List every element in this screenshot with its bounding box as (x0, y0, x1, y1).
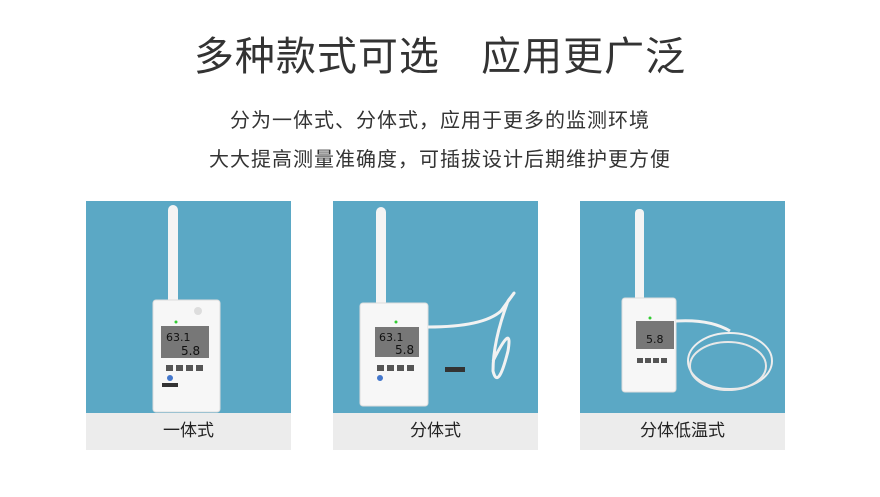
temperature-reading: 5.8 (181, 344, 200, 358)
product-photo: 5.8 (580, 201, 785, 413)
product-label: 分体低温式 (580, 413, 785, 450)
device-split-image: 63.1 5.8 (359, 207, 516, 407)
subtitle-line-1: 分为一体式、分体式，应用于更多的监测环境 (230, 108, 650, 132)
humidity-reading: 63.1 (166, 331, 191, 344)
product-photo: 63.1 5.8 (86, 201, 291, 413)
product-card-integrated: 63.1 5.8 一体式 (86, 201, 291, 450)
subtitle-line-2: 大大提高测量准确度，可插拔设计后期维护更方便 (209, 147, 671, 171)
product-label: 一体式 (86, 413, 291, 450)
product-photo: 63.1 5.8 (333, 201, 538, 413)
temperature-reading: 5.8 (646, 333, 664, 346)
product-card-low-temp: 5.8 分体低温式 (580, 201, 785, 450)
device-integrated-image: 63.1 5.8 (152, 205, 221, 413)
page-title: 多种款式可选 应用更广泛 (193, 34, 687, 80)
product-card-split: 63.1 5.8 分体式 (333, 201, 538, 450)
temperature-reading: 5.8 (395, 343, 414, 357)
humidity-reading: 63.1 (379, 331, 404, 344)
product-label: 分体式 (333, 413, 538, 450)
device-low-temp-image: 5.8 (621, 209, 773, 393)
